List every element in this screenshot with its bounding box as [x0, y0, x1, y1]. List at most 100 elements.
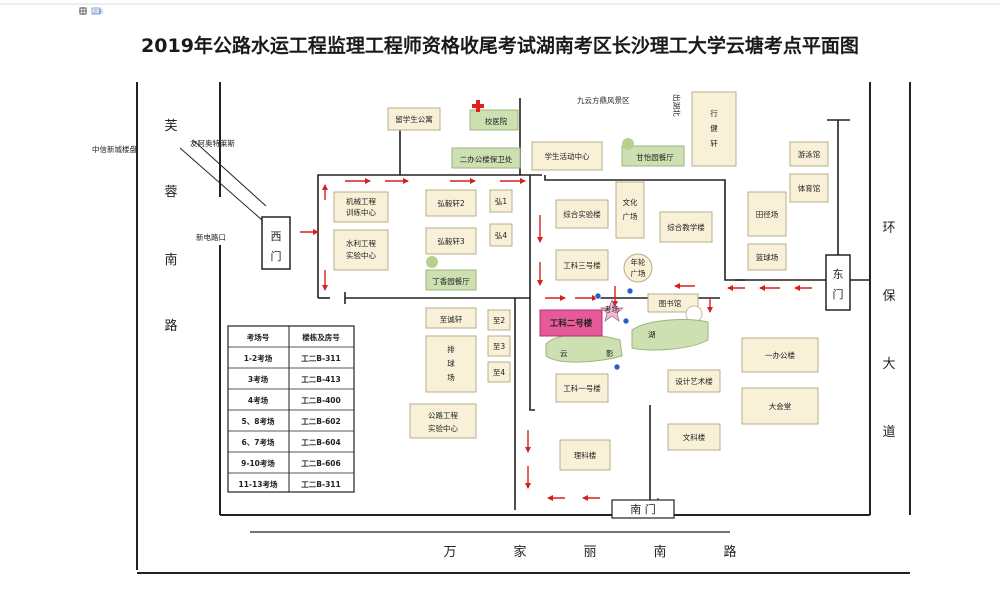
road-char: 丽	[583, 545, 596, 560]
building-water: 水利工程 实验中心	[333, 229, 389, 271]
building-hongyi3: 弘毅轩3	[425, 227, 477, 255]
building-gym: 体育馆	[789, 173, 829, 203]
south-gate: 南 门	[611, 499, 675, 519]
building-label-char: 球	[447, 358, 455, 368]
tree-icon	[426, 256, 438, 268]
building-label-char: 排	[447, 344, 455, 354]
gate-char: 门	[271, 249, 282, 263]
road-labels-left: 芙 蓉 南 路	[164, 119, 177, 334]
badge-text: 高新	[93, 9, 103, 16]
table-cell: 5、8考场	[242, 416, 275, 426]
building-student-apt: 留学生公寓	[387, 107, 441, 131]
exam-room-table: 考场号 楼栋及房号 1-2考场 工二B-311 3考场 工二B-413 4考场 …	[227, 325, 355, 493]
location-pin-icon	[613, 363, 621, 371]
building-label: 弘毅轩2	[437, 198, 464, 208]
gate-char: 西	[271, 230, 282, 243]
road-char: 芙	[164, 119, 177, 134]
building-label: 大会堂	[769, 401, 792, 411]
building-label-line: 广场	[623, 211, 638, 221]
building-label: 至3	[493, 342, 505, 351]
building-label-char: 轩	[710, 138, 718, 148]
building-label: 学生活动中心	[545, 151, 590, 161]
gate-char: 门	[833, 287, 844, 301]
building-label: 校医院	[485, 116, 508, 126]
west-gate: 西 门	[261, 216, 291, 270]
building-label-line: 公路工程	[428, 410, 458, 420]
table-cell: 4考场	[248, 395, 269, 405]
building-zhicheng: 至诚轩	[425, 307, 477, 329]
building-label: 弘毅轩3	[437, 236, 464, 246]
building-label-line: 训练中心	[346, 207, 376, 217]
table-header: 楼栋及房号	[302, 332, 340, 342]
location-pin-icon	[626, 287, 634, 295]
building-volley: 排 球 场	[425, 335, 477, 393]
building-label: 弘1	[495, 197, 507, 206]
table-header: 考场号	[247, 332, 270, 342]
building-design: 设计艺术楼	[667, 369, 721, 393]
building-zhi3: 至3	[487, 335, 511, 357]
building-hong1: 弘1	[489, 189, 513, 213]
building-label: 弘4	[495, 231, 507, 240]
road-lines	[136, 82, 911, 574]
table-cell: 11-13考场	[239, 479, 278, 489]
road-char: 道	[882, 425, 895, 440]
building-label: 篮球场	[756, 252, 779, 262]
building-label-char: 健	[710, 123, 718, 133]
badge-icon[interactable]	[91, 7, 101, 15]
building-label: 工科三号楼	[563, 260, 601, 270]
building-mech: 机械工程 训练中心	[333, 191, 389, 223]
building-label-line: 广场	[631, 268, 646, 278]
building-label-line: 实验中心	[346, 250, 376, 260]
label-youtong: 友阿奥特莱斯	[190, 138, 235, 148]
gate-label: 南 门	[630, 502, 656, 516]
building-label: 设计艺术楼	[675, 376, 713, 386]
building-hong4: 弘4	[489, 223, 513, 247]
road-char: 环	[882, 221, 895, 236]
building-label-line: 水利工程	[346, 238, 376, 248]
building-hospital: 校医院	[469, 100, 519, 131]
road-char: 家	[513, 544, 526, 560]
building-label: 游泳馆	[798, 149, 821, 159]
building-comp-teach: 综合教学楼	[659, 211, 713, 243]
label-lake: 湖	[648, 330, 656, 339]
building-label: 甘怡园餐厅	[636, 152, 674, 162]
building-label-char: 场	[447, 373, 455, 382]
exam-star-marker: 考场	[600, 299, 624, 322]
table-cell: 工二B-311	[301, 354, 341, 363]
table-cell: 工二B-604	[301, 438, 341, 447]
building-office2: 二办公楼保卫处	[451, 147, 521, 169]
building-label: 至2	[493, 316, 505, 325]
label-xindian: 新电路口	[196, 232, 226, 242]
lake-area	[631, 319, 709, 351]
label-zhongxin: 中信新城楼盘	[92, 144, 137, 154]
building-label: 图书馆	[659, 298, 682, 308]
location-pin-icon	[622, 317, 630, 325]
building-label: 田径场	[756, 209, 779, 219]
building-culture-sq: 文化 广场	[615, 181, 645, 239]
building-eng2-exam[interactable]: 工科二号楼	[539, 309, 603, 337]
road-labels-right: 环 保 大 道	[882, 221, 895, 440]
table-cell: 工二B-400	[301, 396, 341, 405]
label-jiuyun: 九云方鼎风景区	[577, 95, 630, 105]
star-icon	[600, 299, 624, 322]
building-label: 至诚轩	[440, 314, 463, 324]
building-activity: 学生活动中心	[531, 141, 603, 171]
building-label: 体育馆	[798, 183, 821, 193]
building-label-line: 实验中心	[428, 423, 458, 433]
gate-char: 东	[833, 268, 844, 281]
table-cell: 工二B-602	[301, 417, 341, 426]
building-label: 工科二号楼	[550, 318, 593, 329]
building-zhi4: 至4	[487, 361, 511, 383]
building-hall: 大会堂	[741, 387, 819, 425]
blue-markers	[594, 287, 634, 371]
building-library: 图书馆	[647, 293, 703, 323]
table-cell: 工二B-606	[301, 459, 341, 468]
table-cell: 6、7考场	[242, 437, 275, 447]
building-dingxiang: 丁香园餐厅	[425, 256, 477, 291]
building-label: 综合实验楼	[563, 209, 601, 219]
building-comp-lab: 综合实验楼	[555, 199, 609, 229]
label-yun: 云	[560, 349, 568, 358]
building-label: 留学生公寓	[395, 114, 433, 124]
building-label: 丁香园餐厅	[432, 276, 470, 286]
road-char: 蓉	[164, 185, 177, 200]
